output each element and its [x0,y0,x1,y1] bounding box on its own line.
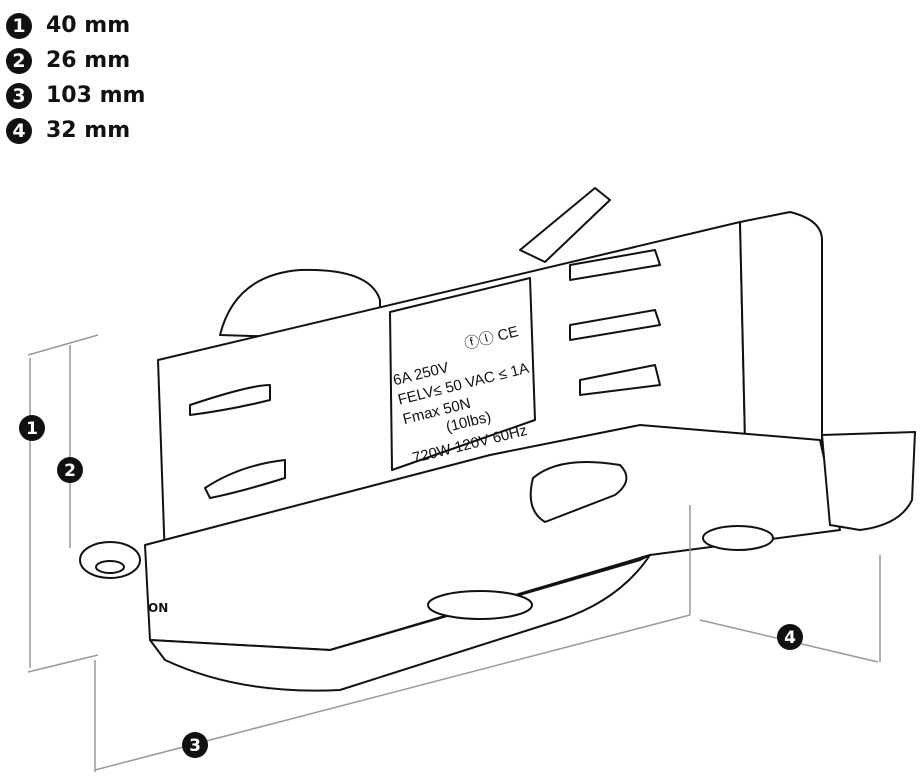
screw-hole [702,525,774,551]
marker-3-label: 3 [189,736,201,756]
legend-item-4: 4 32 mm [6,113,145,148]
number-badge: 1 [6,12,32,39]
legend-value: 40 mm [46,13,131,38]
legend-value: 32 mm [46,118,131,143]
slot [427,590,533,620]
marker-2-label: 2 [64,461,76,481]
legend-value: 26 mm [46,48,131,73]
right-cap [821,431,916,531]
legend-value: 103 mm [46,83,146,108]
end-block [739,211,823,446]
marker-2 [57,457,83,483]
legend-item-1: 1 40 mm [6,8,145,43]
adjustment-wheel [529,460,628,523]
marker-4-label: 4 [784,628,796,648]
legend-item-2: 2 26 mm [6,43,145,78]
label-plate [389,277,536,471]
base [149,554,651,692]
number-badge: 3 [6,82,32,109]
dimension-legend: 1 40 mm 2 26 mm 3 103 mm 4 32 mm [6,8,145,148]
marker-4 [777,624,803,650]
marker-1-label: 1 [26,419,38,439]
contact-blade [519,187,611,263]
legend-item-3: 3 103 mm [6,78,145,113]
dimension-markers [19,415,803,758]
marker-1 [19,415,45,441]
on-label: ON [148,601,168,615]
number-badge: 4 [6,117,32,144]
number-badge: 2 [6,47,32,74]
marker-3 [182,732,208,758]
